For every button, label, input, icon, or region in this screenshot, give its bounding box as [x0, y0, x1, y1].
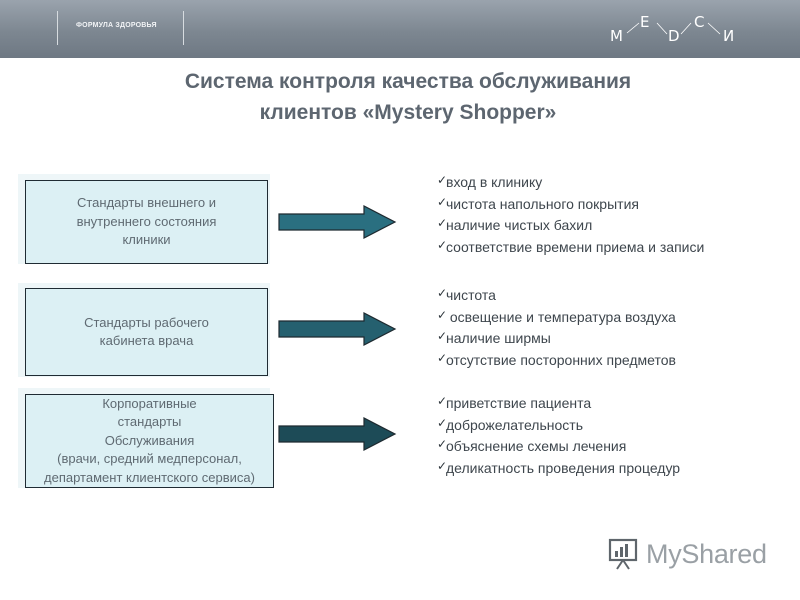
check-icon: ✓ — [437, 437, 448, 451]
list-item: ✓наличие ширмы — [437, 328, 676, 350]
logo-letter-i: И — [723, 27, 735, 45]
list-item: ✓наличие чистых бахил — [437, 215, 704, 237]
title-line-1: Система контроля качества обслуживания — [184, 70, 632, 93]
list-item: ✓вход в клинику — [437, 172, 704, 194]
arrow-right-icon — [278, 205, 397, 239]
standard-box-3: Корпоративные стандарты Обслуживания (вр… — [25, 394, 274, 488]
medsi-logo-lines — [626, 22, 721, 35]
standard-box-2: Стандарты рабочего кабинета врача — [25, 288, 268, 376]
watermark-text: MyShared — [646, 539, 767, 569]
presentation-icon — [608, 538, 638, 570]
list-item: ✓чистота — [437, 285, 676, 307]
check-icon: ✓ — [437, 286, 448, 300]
criteria-list-2: ✓чистота ✓ освещение и температура возду… — [437, 285, 676, 371]
list-item: ✓деликатность проведения процедур — [437, 458, 680, 480]
standard-box-3-text: Корпоративные стандарты Обслуживания (вр… — [44, 395, 255, 485]
list-item: ✓доброжелательность — [437, 415, 680, 437]
standard-box-1: Стандарты внешнего и внутреннего состоян… — [25, 180, 268, 264]
header-divider-right — [183, 11, 184, 45]
arrow-right-icon — [278, 312, 397, 346]
check-icon: ✓ — [437, 216, 448, 230]
page-title: Система контроля качества обслуживания к… — [0, 66, 800, 128]
standard-box-2-text: Стандарты рабочего кабинета врача — [84, 314, 209, 349]
logo-letter-m: M — [610, 27, 623, 45]
brand-label: ФОРМУЛА ЗДОРОВЬЯ — [76, 22, 157, 29]
check-icon: ✓ — [437, 237, 448, 252]
check-icon: ✓ — [437, 458, 448, 473]
check-icon: ✓ — [437, 415, 448, 430]
check-icon: ✓ — [437, 394, 448, 408]
logo-letter-c: C — [694, 13, 705, 31]
list-item: ✓приветствие пациента — [437, 393, 680, 415]
list-item: ✓чистота напольного покрытия — [437, 194, 704, 216]
standard-box-1-text: Стандарты внешнего и внутреннего состоян… — [76, 195, 217, 248]
header-divider-left — [57, 11, 58, 45]
check-icon: ✓ — [437, 194, 448, 209]
criteria-list-1: ✓вход в клинику ✓чистота напольного покр… — [437, 172, 704, 258]
list-item: ✓соответствие времени приема и записи — [437, 237, 704, 259]
check-icon: ✓ — [437, 329, 448, 343]
check-icon: ✓ — [437, 350, 448, 365]
arrow-right-icon — [278, 417, 397, 451]
check-icon: ✓ — [437, 173, 448, 187]
header-bar: ФОРМУЛА ЗДОРОВЬЯ M E D C И — [0, 0, 800, 58]
list-item: ✓отсутствие посторонних предметов — [437, 350, 676, 372]
logo-letter-e: E — [640, 13, 650, 31]
check-icon: ✓ — [437, 307, 448, 322]
list-item: ✓объяснение схемы лечения — [437, 436, 680, 458]
title-line-2: клиентов «Mystery Shopper» — [259, 101, 557, 124]
logo-letter-d: D — [668, 27, 680, 45]
list-item: ✓ освещение и температура воздуха — [437, 307, 676, 329]
myshared-watermark[interactable]: MyShared — [606, 534, 767, 574]
criteria-list-3: ✓приветствие пациента ✓доброжелательност… — [437, 393, 680, 479]
